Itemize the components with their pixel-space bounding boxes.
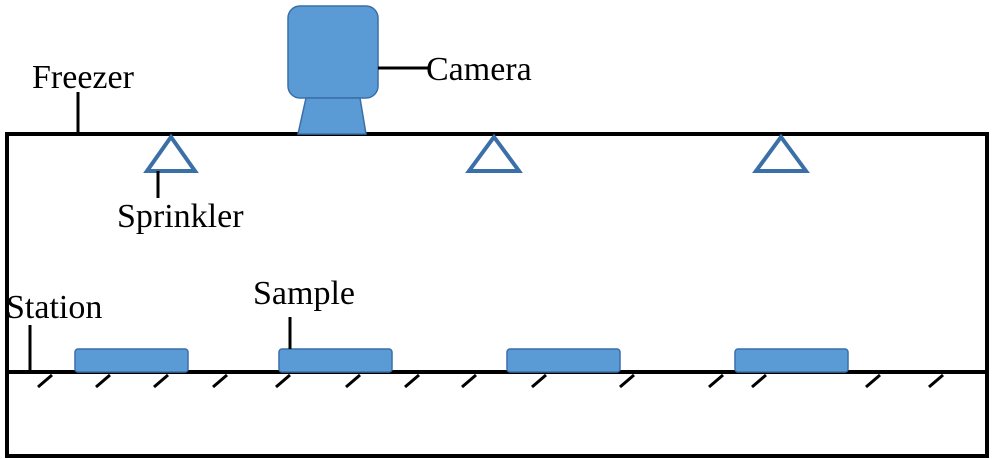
sprinkler-icon xyxy=(143,133,199,173)
camera-label: Camera xyxy=(426,51,532,88)
station-hatch xyxy=(751,373,767,389)
sample-block xyxy=(74,348,189,373)
camera-body xyxy=(287,5,379,99)
station-hatch xyxy=(461,373,477,389)
station-hatch xyxy=(619,373,635,389)
station-label: Station xyxy=(6,289,102,326)
sample-block xyxy=(734,348,849,373)
station-hatch xyxy=(153,373,169,389)
station-hatch xyxy=(37,373,53,389)
camera-icon xyxy=(287,5,379,135)
station-hatch xyxy=(531,373,547,389)
sample-label: Sample xyxy=(253,275,355,312)
sample-block xyxy=(506,348,621,373)
station-hatch xyxy=(345,373,361,389)
station-hatch xyxy=(212,373,228,389)
freezer-label: Freezer xyxy=(32,59,135,96)
station-hatches xyxy=(37,373,944,389)
station-hatch xyxy=(275,373,291,389)
station-hatch xyxy=(95,373,111,389)
sprinkler-icon xyxy=(465,133,523,173)
station-hatch xyxy=(865,373,881,389)
sprinkler-icon xyxy=(752,133,810,173)
station-hatch xyxy=(404,373,420,389)
station-hatch xyxy=(708,373,724,389)
camera-lens-mount xyxy=(297,97,367,135)
sprinkler-label: Sprinkler xyxy=(117,198,244,235)
freezer-body xyxy=(5,132,989,458)
station-hatch xyxy=(928,373,944,389)
sample-block xyxy=(278,348,393,373)
